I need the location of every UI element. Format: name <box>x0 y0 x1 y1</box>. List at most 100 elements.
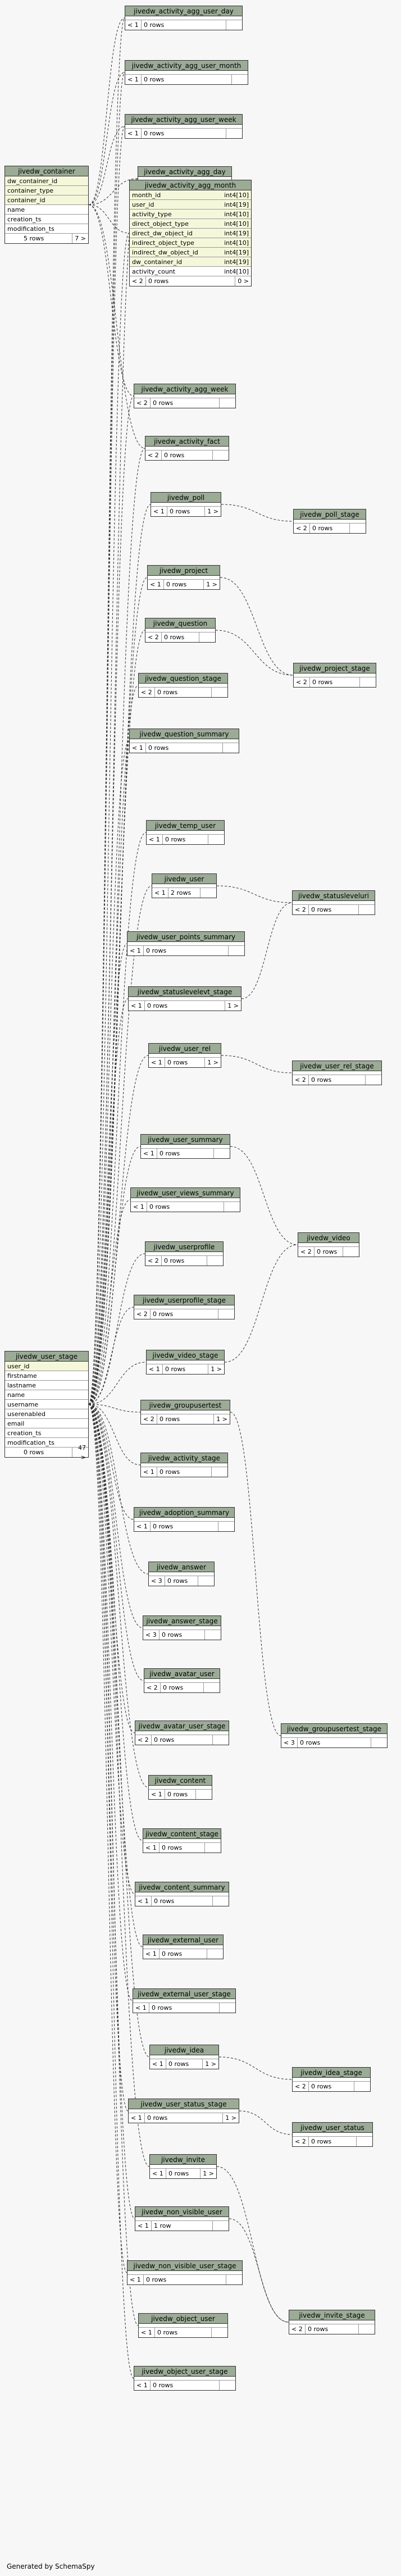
table-title[interactable]: jivedw_question <box>145 618 215 629</box>
table-title[interactable]: jivedw_invite <box>150 2155 216 2165</box>
table-title[interactable]: jivedw_userprofile <box>145 1242 223 1252</box>
table-title[interactable]: jivedw_project_stage <box>294 663 376 673</box>
table-title[interactable]: jivedw_object_user_stage <box>134 2366 235 2377</box>
table-title[interactable]: jivedw_user_rel_stage <box>293 1061 381 1071</box>
table-title[interactable]: jivedw_question_summary <box>130 729 239 739</box>
table-title[interactable]: jivedw_poll_stage <box>294 509 366 520</box>
table-title[interactable]: jivedw_content_stage <box>143 1829 221 1839</box>
table-title[interactable]: jivedw_adoption_summary <box>134 1508 234 1518</box>
table-title[interactable]: jivedw_activity_fact <box>145 436 229 447</box>
table-title[interactable]: jivedw_user_views_summary <box>131 1188 240 1198</box>
table-title[interactable]: jivedw_content_summary <box>135 1882 229 1892</box>
table-title[interactable]: jivedw_user_stage <box>5 1351 88 1362</box>
table-title[interactable]: jivedw_container <box>5 166 88 176</box>
table-title[interactable]: jivedw_video <box>298 1233 359 1243</box>
table-title[interactable]: jivedw_answer <box>149 1562 214 1572</box>
table-title[interactable]: jivedw_object_user <box>139 2314 227 2324</box>
table-title[interactable]: jivedw_user_points_summary <box>127 932 244 942</box>
table-title[interactable]: jivedw_user_status_stage <box>129 2099 239 2109</box>
table-title[interactable]: jivedw_avatar_user_stage <box>135 1721 229 1731</box>
table-title[interactable]: jivedw_invite_stage <box>289 2310 375 2320</box>
table-title[interactable]: jivedw_idea <box>150 2045 218 2055</box>
table-title[interactable]: jivedw_question_stage <box>139 673 227 684</box>
table-title[interactable]: jivedw_avatar_user <box>144 1669 220 1679</box>
table-title[interactable]: jivedw_external_user <box>143 1935 223 1945</box>
table-title[interactable]: jivedw_video_stage <box>147 1350 224 1360</box>
table-title[interactable]: jivedw_groupusertest_stage <box>281 1724 387 1734</box>
table-title[interactable]: jivedw_activity_agg_day <box>138 167 231 177</box>
table-title[interactable]: jivedw_activity_agg_user_month <box>125 61 248 71</box>
table-title[interactable]: jivedw_statuslevelevt_stage <box>129 987 241 997</box>
table-title[interactable]: jivedw_user_summary <box>141 1135 230 1145</box>
table-title[interactable]: jivedw_activity_agg_user_day <box>125 6 242 16</box>
table-title[interactable]: jivedw_temp_user <box>147 821 224 831</box>
table-title[interactable]: jivedw_poll <box>151 493 221 503</box>
table-title[interactable]: jivedw_non_visible_user_stage <box>127 2261 242 2271</box>
table-title[interactable]: jivedw_user_rel <box>149 1044 221 1054</box>
table-title[interactable]: jivedw_answer_stage <box>143 1616 221 1626</box>
table-title[interactable]: jivedw_userprofile_stage <box>134 1295 234 1305</box>
table-title[interactable]: jivedw_activity_agg_month <box>130 180 251 190</box>
table-title[interactable]: jivedw_statusleveluri <box>293 891 375 901</box>
table-title[interactable]: jivedw_groupusertest <box>141 1400 230 1410</box>
table-title[interactable]: jivedw_user <box>152 874 216 884</box>
table-title[interactable]: jivedw_project <box>148 566 220 576</box>
table-title[interactable]: jivedw_activity_agg_week <box>134 384 235 394</box>
table-title[interactable]: jivedw_activity_agg_user_week <box>125 115 242 125</box>
table-title[interactable]: jivedw_content <box>149 1776 212 1786</box>
table-title[interactable]: jivedw_idea_stage <box>293 2068 370 2078</box>
table-title[interactable]: jivedw_user_status <box>293 2123 372 2133</box>
table-title[interactable]: jivedw_non_visible_user <box>135 2207 229 2217</box>
